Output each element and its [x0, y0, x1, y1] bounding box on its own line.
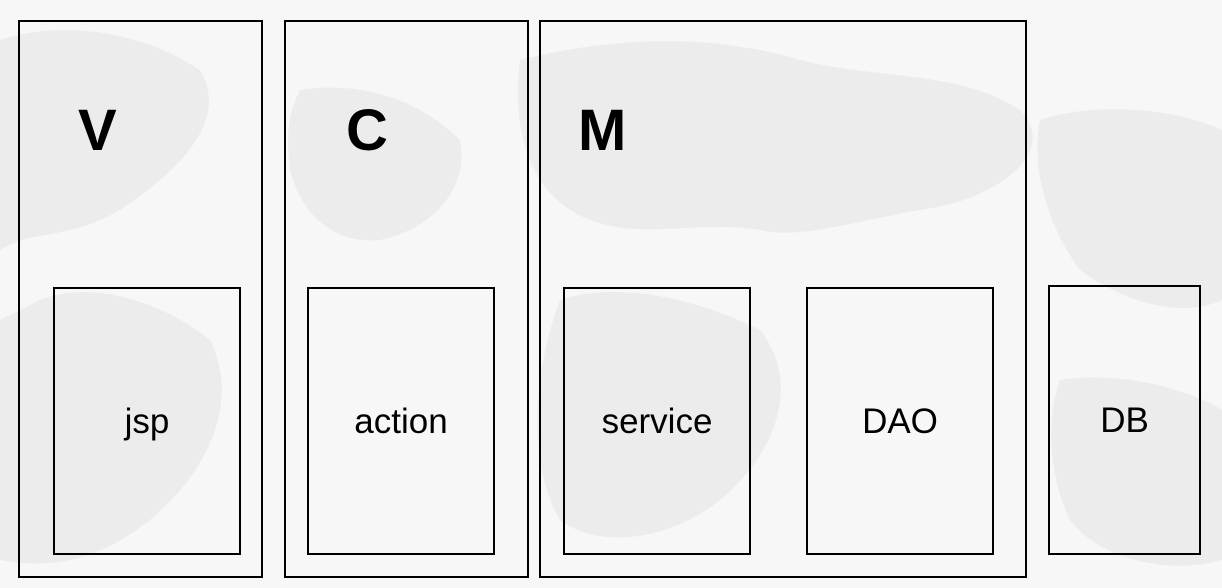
dao-box: DAO	[806, 287, 994, 555]
model-letter: M	[578, 98, 627, 163]
action-box: action	[307, 287, 495, 555]
view-letter: V	[78, 98, 117, 163]
service-label: service	[601, 401, 713, 441]
db-box: DB	[1048, 285, 1201, 555]
controller-letter: C	[346, 98, 388, 163]
service-box: service	[563, 287, 751, 555]
jsp-label: jsp	[124, 401, 170, 441]
dao-label: DAO	[862, 401, 938, 441]
view-layer: V jsp	[18, 20, 263, 578]
model-layer: M service DAO	[539, 20, 1027, 578]
controller-layer: C action	[284, 20, 529, 578]
jsp-box: jsp	[53, 287, 241, 555]
action-label: action	[354, 401, 448, 441]
db-label: DB	[1100, 400, 1149, 440]
